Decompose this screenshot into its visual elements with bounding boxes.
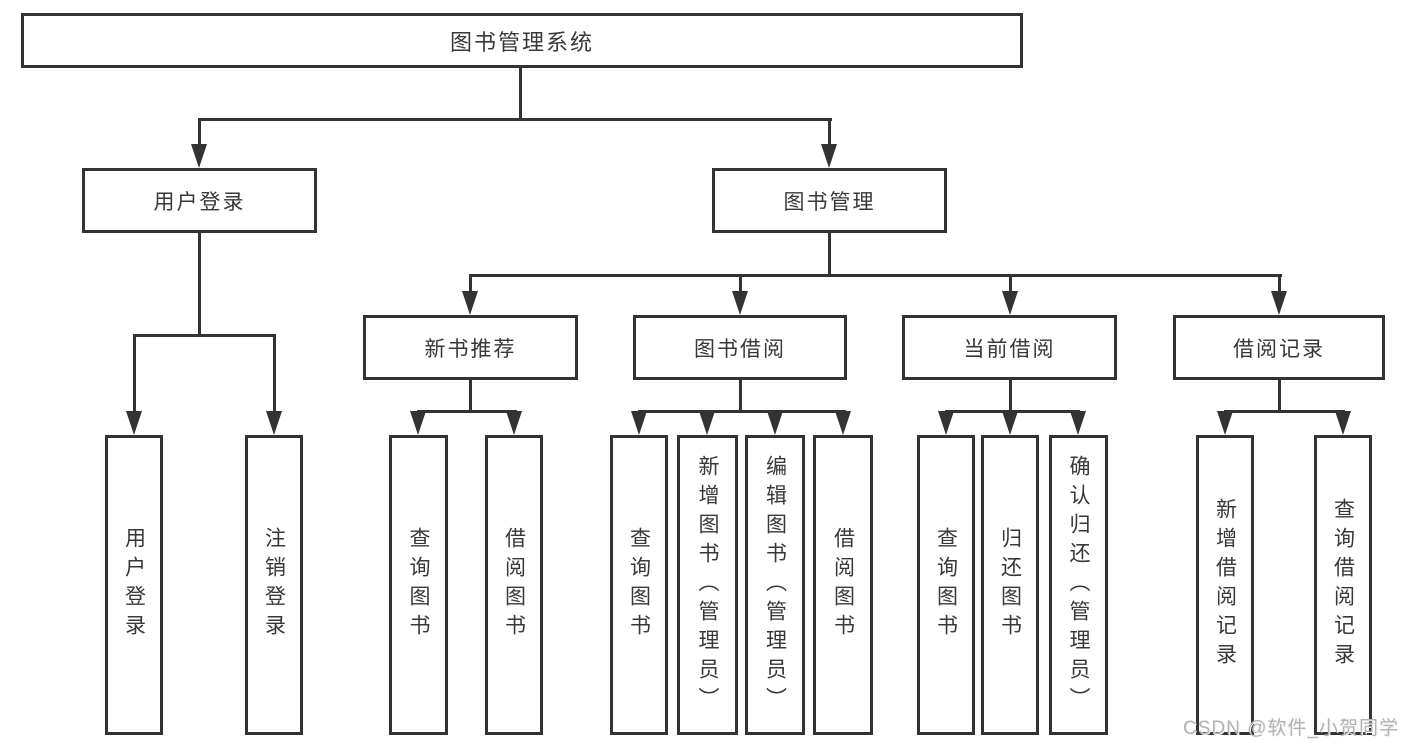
arrowhead-cb-confirm — [1070, 411, 1086, 435]
leaf-br-query-record: 查询借阅记录 — [1314, 435, 1372, 735]
leaf-bb-add-book: 新增图书（管理员） — [677, 435, 738, 735]
connector-leaf-logout-stem — [273, 337, 276, 415]
node-current-borrow: 当前借阅 — [902, 315, 1117, 380]
connector-rec-branch — [417, 410, 517, 413]
leaf-cb-query-book-label: 查询图书 — [934, 527, 958, 643]
connector-leaf-login-stem — [133, 337, 136, 415]
leaf-user-login-label: 用户登录 — [122, 527, 146, 643]
arrowhead-user-login — [191, 144, 207, 168]
arrowhead-book-mgmt — [821, 144, 837, 168]
node-user-login: 用户登录 — [82, 168, 317, 233]
node-book-borrow: 图书借阅 — [633, 315, 847, 380]
arrowhead-cb-return — [1002, 411, 1018, 435]
node-current-borrow-label: 当前借阅 — [963, 337, 1056, 361]
arrowhead-current-borrow — [1002, 291, 1018, 315]
leaf-rec-borrow-book-label: 借阅图书 — [502, 527, 526, 643]
arrowhead-br-add — [1217, 411, 1233, 435]
leaf-rec-query-book-label: 查询图书 — [407, 527, 430, 643]
connector-bb-branch — [638, 410, 846, 413]
node-root-library-system: 图书管理系统 — [21, 13, 1023, 68]
connector-borrow-records-stem — [1278, 277, 1281, 293]
leaf-bb-borrow-book-label: 借阅图书 — [831, 527, 855, 643]
node-borrow-records: 借阅记录 — [1173, 315, 1385, 380]
arrowhead-leaf-logout — [266, 411, 282, 435]
node-book-mgmt: 图书管理 — [712, 168, 947, 233]
connector-rec-down — [469, 380, 472, 413]
leaf-br-add-record: 新增借阅记录 — [1196, 435, 1254, 735]
connector-login-branch — [133, 334, 276, 337]
arrowhead-bb-add — [699, 411, 715, 435]
leaf-cb-return-book: 归还图书 — [981, 435, 1039, 735]
connector-br-branch — [1224, 410, 1345, 413]
connector-level3-branch — [469, 274, 1282, 277]
connector-current-borrow-stem — [1009, 277, 1012, 293]
leaf-br-query-record-label: 查询借阅记录 — [1331, 498, 1355, 672]
arrowhead-leaf-login — [126, 411, 142, 435]
arrowhead-cb-query — [938, 411, 954, 435]
leaf-bb-edit-book-label: 编辑图书（管理员） — [763, 454, 787, 716]
leaf-logout: 注销登录 — [245, 435, 303, 735]
connector-new-book-rec-stem — [469, 277, 472, 293]
node-user-login-label: 用户登录 — [153, 190, 246, 214]
node-root-label: 图书管理系统 — [449, 29, 594, 55]
leaf-cb-query-book: 查询图书 — [917, 435, 975, 735]
arrowhead-rec-borrow — [506, 411, 522, 435]
arrowhead-borrow-records — [1271, 291, 1287, 315]
connector-bb-down — [739, 380, 742, 413]
connector-book-mgmt-down — [828, 233, 831, 277]
connector-root-stem — [519, 68, 522, 121]
connector-br-down — [1278, 380, 1281, 413]
arrowhead-bb-edit — [767, 411, 783, 435]
leaf-bb-query-book-label: 查询图书 — [627, 527, 651, 643]
leaf-bb-edit-book: 编辑图书（管理员） — [745, 435, 805, 735]
leaf-br-add-record-label: 新增借阅记录 — [1213, 498, 1237, 672]
arrowhead-bb-query — [631, 411, 647, 435]
connector-book-borrow-stem — [739, 277, 742, 293]
node-new-book-rec-label: 新书推荐 — [424, 337, 517, 361]
arrowhead-rec-query — [410, 411, 426, 435]
node-new-book-rec: 新书推荐 — [363, 315, 578, 380]
connector-cb-down — [1009, 380, 1012, 413]
leaf-user-login: 用户登录 — [105, 435, 163, 735]
leaf-cb-confirm-return-label: 确认归还（管理员） — [1067, 454, 1090, 716]
arrowhead-new-book-rec — [462, 291, 478, 315]
leaf-bb-add-book-label: 新增图书（管理员） — [696, 454, 719, 716]
connector-user-login-stem — [198, 121, 201, 147]
connector-book-mgmt-stem — [828, 121, 831, 147]
arrowhead-br-query — [1335, 411, 1351, 435]
leaf-bb-borrow-book: 借阅图书 — [813, 435, 873, 735]
connector-user-login-down — [198, 233, 201, 337]
arrowhead-bb-borrow — [835, 411, 851, 435]
node-book-mgmt-label: 图书管理 — [783, 190, 876, 214]
leaf-cb-return-book-label: 归还图书 — [998, 527, 1022, 643]
csdn-watermark: CSDN @软件_小贺同学 — [1183, 718, 1399, 739]
leaf-cb-confirm-return: 确认归还（管理员） — [1049, 435, 1108, 735]
node-book-borrow-label: 图书借阅 — [694, 337, 786, 361]
leaf-rec-query-book: 查询图书 — [389, 435, 448, 735]
leaf-rec-borrow-book: 借阅图书 — [485, 435, 543, 735]
leaf-logout-label: 注销登录 — [262, 527, 286, 643]
connector-level2-branch — [198, 118, 832, 121]
node-borrow-records-label: 借阅记录 — [1233, 337, 1325, 361]
arrowhead-book-borrow — [732, 291, 748, 315]
leaf-bb-query-book: 查询图书 — [610, 435, 668, 735]
